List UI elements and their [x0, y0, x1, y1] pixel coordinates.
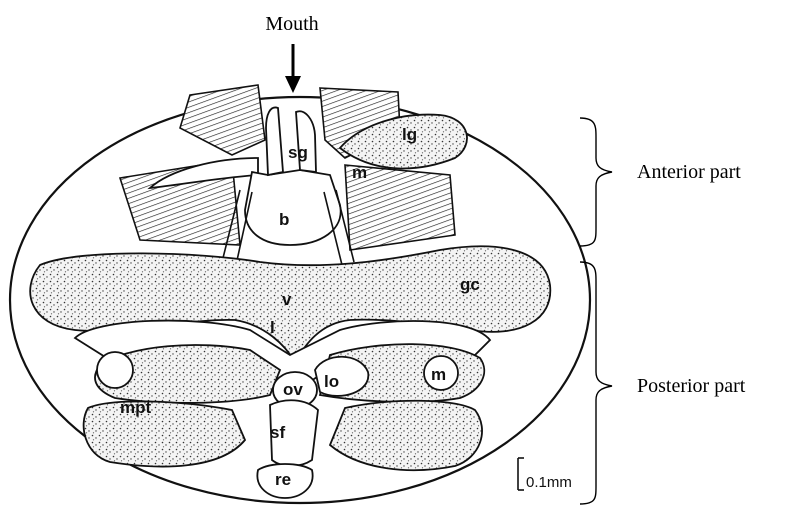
label-ov: ov [283, 380, 303, 399]
right-bottom-lobe [330, 401, 482, 470]
label-sf: sf [270, 423, 285, 442]
anterior-brace [580, 118, 612, 246]
mouth-arrow [285, 44, 301, 93]
label-lg: lg [402, 125, 417, 144]
tubule-left [97, 352, 133, 388]
label-lo: lo [324, 372, 339, 391]
label-b: b [279, 210, 289, 229]
scale-bar [518, 458, 524, 490]
sg-gland-left [266, 107, 283, 175]
left-bottom-lobe [84, 401, 245, 466]
label-m-lower: m [431, 365, 446, 384]
label-v: v [282, 290, 292, 309]
label-sg: sg [288, 143, 308, 162]
anterior-part-label: Anterior part [637, 161, 741, 183]
posterior-brace [580, 262, 612, 504]
label-m-upper: m [352, 163, 367, 182]
label-gc: gc [460, 275, 480, 294]
lo-organ [315, 357, 368, 396]
muscle-upper-left [180, 85, 265, 155]
label-l: l [270, 318, 275, 337]
buccal-bulb [245, 170, 341, 245]
posterior-part-label: Posterior part [637, 375, 746, 397]
mouth-label: Mouth [265, 13, 318, 35]
sg-gland-right [296, 111, 316, 172]
label-mpt: mpt [120, 398, 152, 417]
scale-bar-label: 0.1mm [526, 474, 572, 491]
label-re: re [275, 470, 291, 489]
